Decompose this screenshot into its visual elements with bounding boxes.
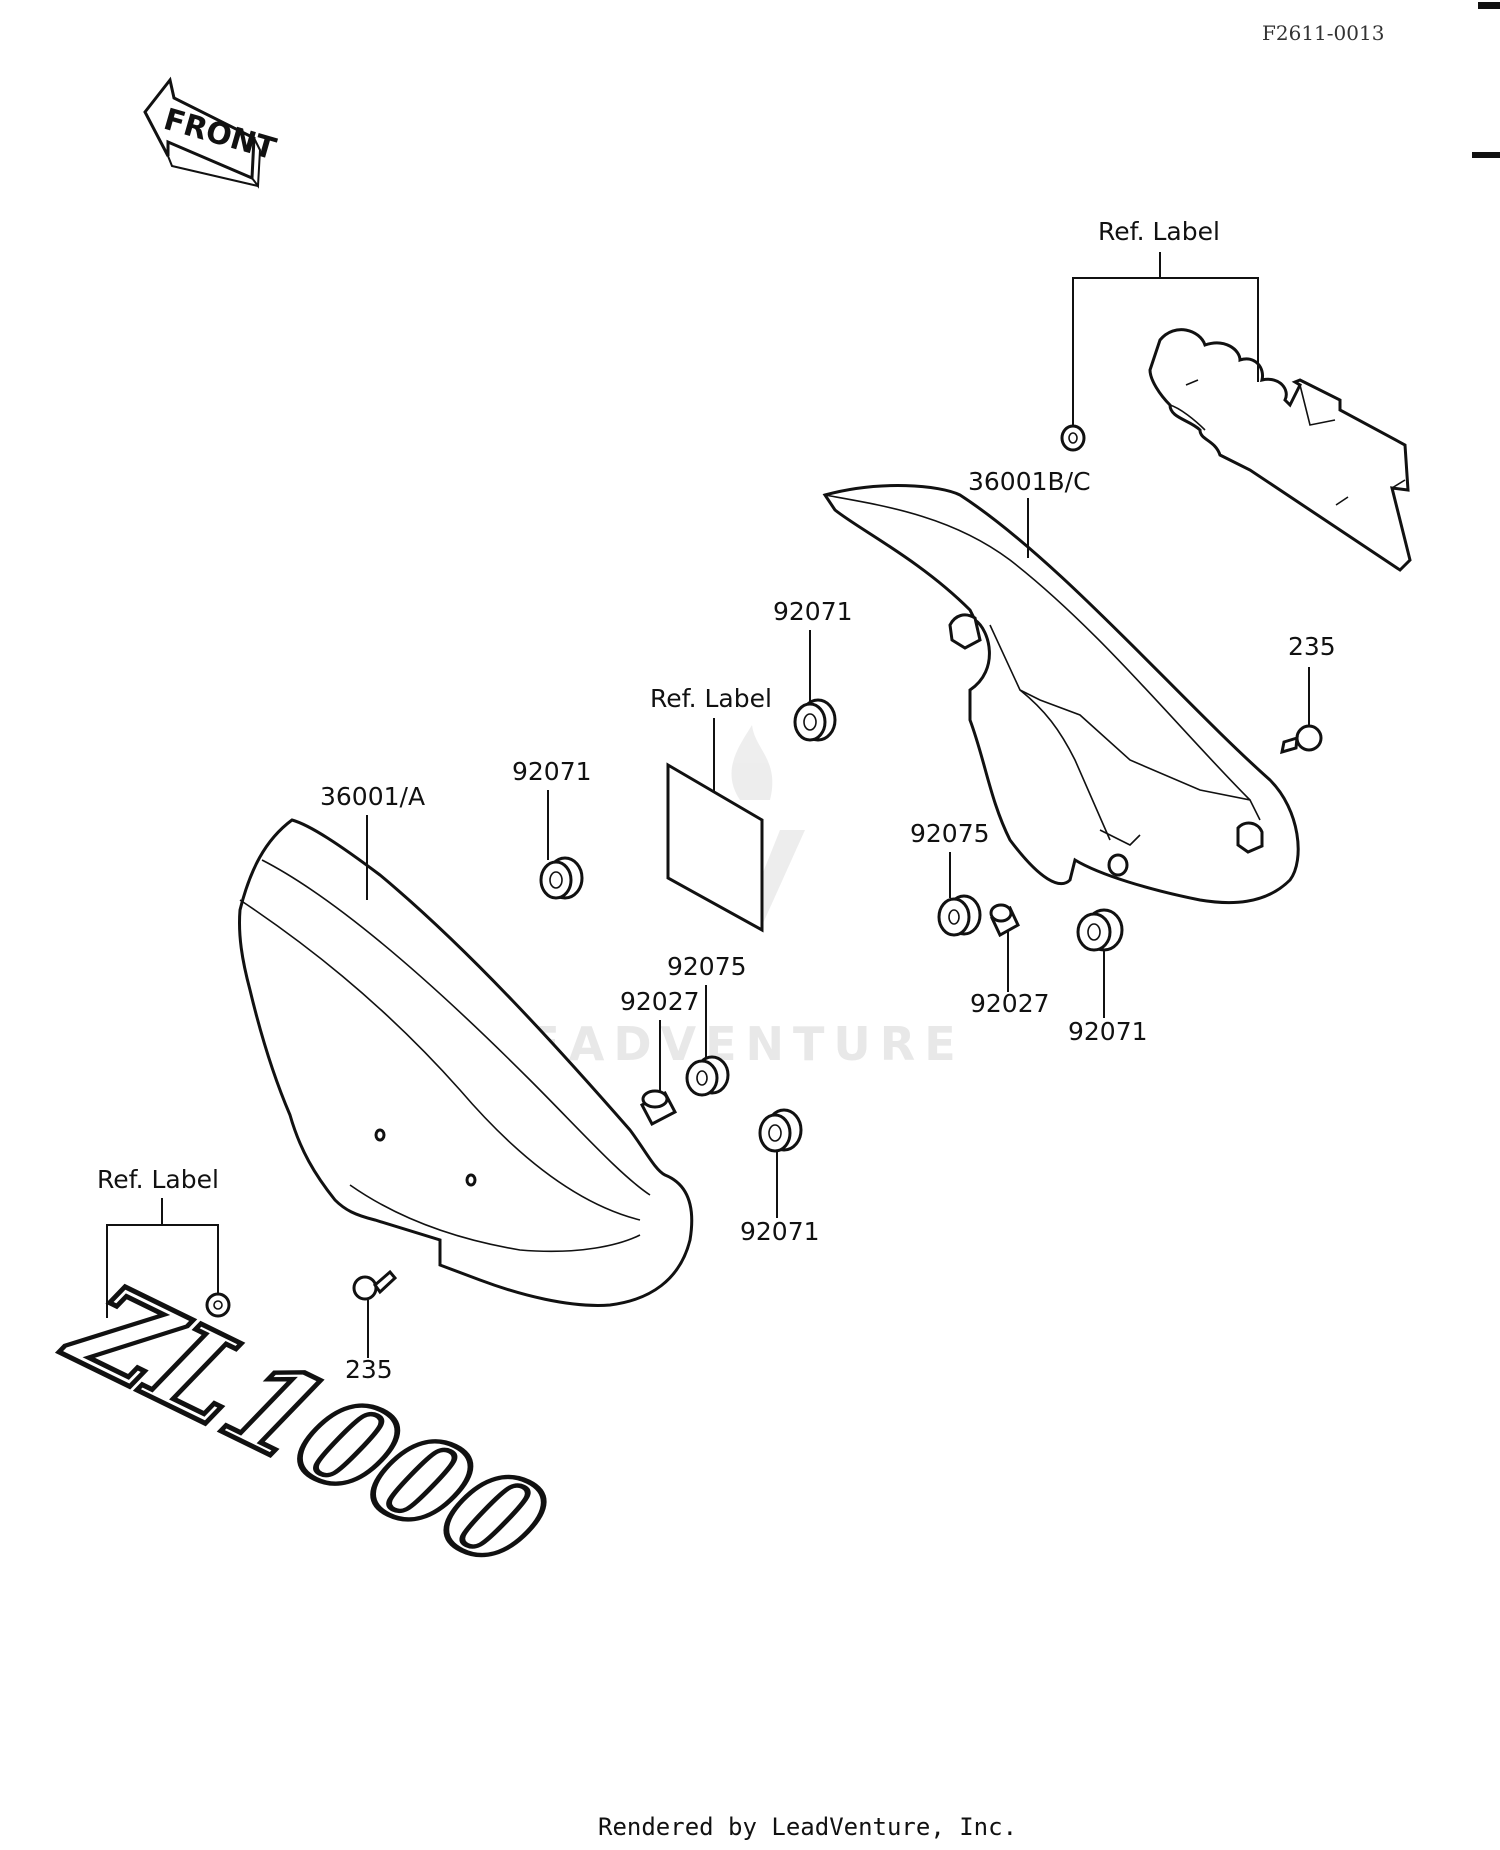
grommet-92071-lower-icon bbox=[758, 1108, 803, 1153]
grommet-92075-left-icon bbox=[685, 1055, 730, 1097]
footer-credit: Rendered by LeadVenture, Inc. bbox=[598, 1813, 1017, 1841]
part-235-left: 235 bbox=[345, 1355, 393, 1384]
grommet-ref-label-right-icon bbox=[1060, 424, 1086, 452]
collar-92027-right-icon bbox=[989, 903, 1020, 938]
part-92071-mid-left: 92071 bbox=[512, 757, 592, 786]
grommet-92075-right-icon bbox=[937, 894, 982, 937]
ref-label-middle: Ref. Label bbox=[650, 684, 772, 713]
grommet-92071-mid-left-icon bbox=[539, 856, 584, 900]
part-92027-right: 92027 bbox=[970, 989, 1050, 1018]
edge-tick-top bbox=[1478, 2, 1500, 9]
emblem-right-part bbox=[1148, 328, 1412, 572]
side-cover-right-part bbox=[822, 484, 1300, 905]
part-92027-left: 92027 bbox=[620, 987, 700, 1016]
screw-235-right-icon bbox=[1280, 724, 1323, 755]
grommet-92071-upper-icon bbox=[793, 698, 837, 742]
emblem-text: ZL1000 bbox=[34, 1265, 581, 1588]
side-cover-left-part bbox=[238, 818, 694, 1307]
diagram-code: F2611-0013 bbox=[1262, 21, 1384, 45]
part-92071-right: 92071 bbox=[1068, 1017, 1148, 1046]
part-92071-upper: 92071 bbox=[773, 597, 853, 626]
part-36001bc: 36001B/C bbox=[968, 467, 1091, 496]
part-92071-lower: 92071 bbox=[740, 1217, 820, 1246]
screw-235-left-icon bbox=[352, 1269, 398, 1301]
ref-label-left: Ref. Label bbox=[97, 1165, 219, 1194]
collar-92027-left-icon bbox=[639, 1089, 678, 1127]
edge-tick-mid bbox=[1472, 152, 1500, 158]
front-arrow-icon: FRONT bbox=[143, 76, 280, 189]
grommet-92071-right-icon bbox=[1076, 908, 1124, 952]
ref-label-right: Ref. Label bbox=[1098, 217, 1220, 246]
part-92075-left: 92075 bbox=[667, 952, 747, 981]
part-36001a: 36001/A bbox=[320, 782, 425, 811]
part-235-right: 235 bbox=[1288, 632, 1336, 661]
emblem-left-part: ZL1000 bbox=[31, 1263, 583, 1591]
decal-sheet-middle-part bbox=[666, 762, 764, 933]
part-92075-right: 92075 bbox=[910, 819, 990, 848]
